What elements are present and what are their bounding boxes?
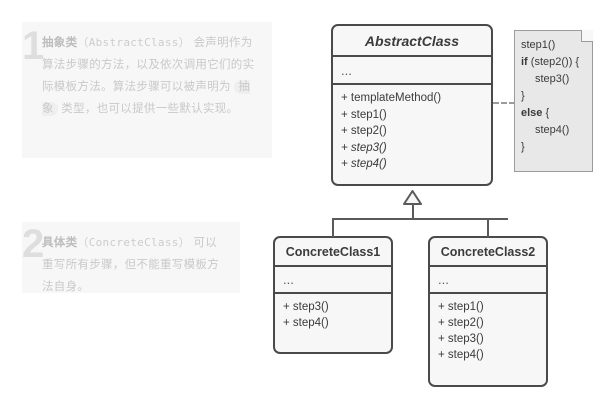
- concreteclass2-operation-1: + step2(): [438, 317, 484, 329]
- inheritance-drop-concreteclass1: [332, 218, 334, 237]
- annotation-panel-1: 1 抽象类（AbstractClass） 会声明作为算法步骤的方法，以及依次调用…: [22, 22, 272, 158]
- annotation-paren-1: （AbstractClass）: [77, 36, 190, 49]
- note-code-line-6: }: [521, 141, 525, 153]
- class-operations-abstractclass: + templateMethod() + step1() + step2() + st…: [333, 85, 491, 177]
- note-code-keyword-1: if: [521, 56, 528, 68]
- class-title-abstractclass: AbstractClass: [333, 26, 491, 57]
- class-box-concreteclass2[interactable]: ConcreteClass2 ... + step1()+ step2()+ s…: [428, 236, 548, 387]
- class-box-abstractclass[interactable]: AbstractClass ... + templateMethod() + st…: [331, 24, 493, 186]
- note-code-line-0: step1(): [521, 39, 556, 51]
- note-code-line-1: if (step2()) {: [521, 56, 580, 68]
- class-attributes-abstractclass: ...: [333, 57, 491, 85]
- annotation-panel-2: 2 具体类（ConcreteClass） 可以重写所有步骤，但不能重写模板方法自…: [22, 222, 240, 293]
- inheritance-drop-concreteclass2: [486, 218, 489, 237]
- annotation-lead-2: 具体类: [42, 237, 78, 249]
- annotation-text-2: 具体类（ConcreteClass） 可以重写所有步骤，但不能重写模板方法自身。: [42, 232, 226, 298]
- note-code-line-4: else {: [521, 107, 550, 119]
- annotation-number-1: 1: [22, 24, 45, 68]
- note-code-keyword-4: else: [521, 107, 543, 119]
- note-code-line-5: step4(): [535, 124, 570, 136]
- note-code-body: step1() if (step2()) { step3()} else { step4…: [514, 30, 593, 161]
- annotation-body-after-1: 类型，也可以提供一些默认实现。: [57, 103, 239, 115]
- inheritance-stem-vertical: [411, 204, 414, 219]
- annotation-paren-2: （ConcreteClass）: [77, 236, 190, 249]
- note-box-template-method-pseudocode[interactable]: step1() if (step2()) { step3()} else { step4…: [514, 30, 593, 172]
- abstractclass-operation-3: + step3(): [341, 141, 387, 154]
- abstractclass-operation-4: + step4(): [341, 158, 387, 170]
- class-attributes-concreteclass2: ...: [430, 267, 546, 294]
- note-folded-corner-icon: [581, 30, 593, 42]
- note-anchor-dashed-line: [493, 102, 515, 104]
- concreteclass2-operation-2: + step3(): [438, 333, 484, 345]
- annotation-lead-1: 抽象类: [42, 37, 78, 49]
- inheritance-triangle-icon: [403, 190, 422, 205]
- class-title-concreteclass1: ConcreteClass1: [275, 238, 391, 267]
- class-box-concreteclass1[interactable]: ConcreteClass1 ... + step3() + step4(): [273, 236, 393, 354]
- annotation-number-2: 2: [22, 222, 45, 266]
- concreteclass2-operation-3: + step4(): [438, 349, 484, 361]
- class-title-concreteclass2: ConcreteClass2: [430, 238, 546, 267]
- annotation-body-before-1: 会声明作为算法步骤的方法，以及依次调用它们的实际模板方法。算法步骤可以被声明为: [42, 37, 255, 93]
- concreteclass2-operation-0: + step1(): [438, 301, 484, 313]
- abstractclass-operation-0: + templateMethod(): [341, 92, 442, 104]
- annotation-body-before-2: 可以重写所有步骤，但不能重写模板方法自身。: [42, 237, 219, 293]
- abstractclass-operation-2: + step2(): [341, 125, 387, 137]
- concreteclass1-operation-0: + step3(): [283, 301, 329, 313]
- concreteclass1-operation-1: + step4(): [283, 317, 329, 329]
- abstractclass-operation-1: + step1(): [341, 108, 387, 121]
- note-code-line-3: }: [521, 90, 525, 102]
- note-shape: [514, 30, 593, 172]
- class-operations-concreteclass1: + step3() + step4(): [275, 294, 391, 335]
- inheritance-bus-horizontal: [332, 218, 508, 220]
- class-attributes-concreteclass1: ...: [275, 267, 391, 294]
- note-code-line-2: step3(): [535, 73, 570, 85]
- annotation-text-1: 抽象类（AbstractClass） 会声明作为算法步骤的方法，以及依次调用它们…: [42, 32, 258, 120]
- class-operations-concreteclass2: + step1() + step2() + step3() + step4(): [430, 294, 546, 367]
